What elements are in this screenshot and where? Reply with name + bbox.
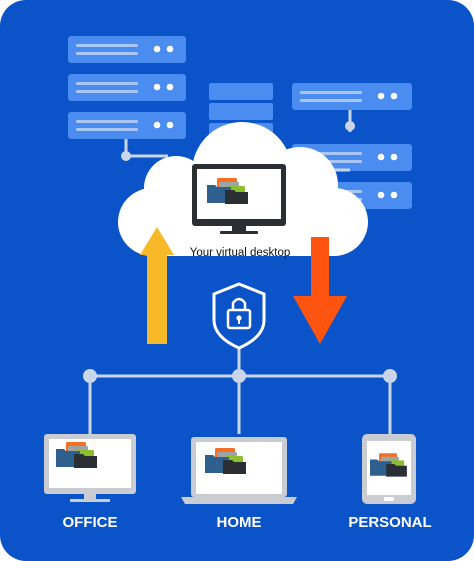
personal-device [362,434,416,504]
cloud-monitor [192,164,286,234]
home-device [181,437,297,504]
server-unit [68,74,186,101]
device-label-home: HOME [217,514,262,531]
cloud-caption: Your virtual desktop [190,247,291,259]
server-unit [68,112,186,139]
device-label-office: OFFICE [63,514,118,531]
download-arrow-icon [293,237,347,344]
device-label-personal: PERSONAL [348,514,431,531]
upload-arrow-icon [140,227,174,344]
left-server-stack [68,36,186,139]
server-unit [68,36,186,63]
server-unit [292,83,412,110]
office-device [44,434,136,502]
security-shield-icon [212,282,266,350]
